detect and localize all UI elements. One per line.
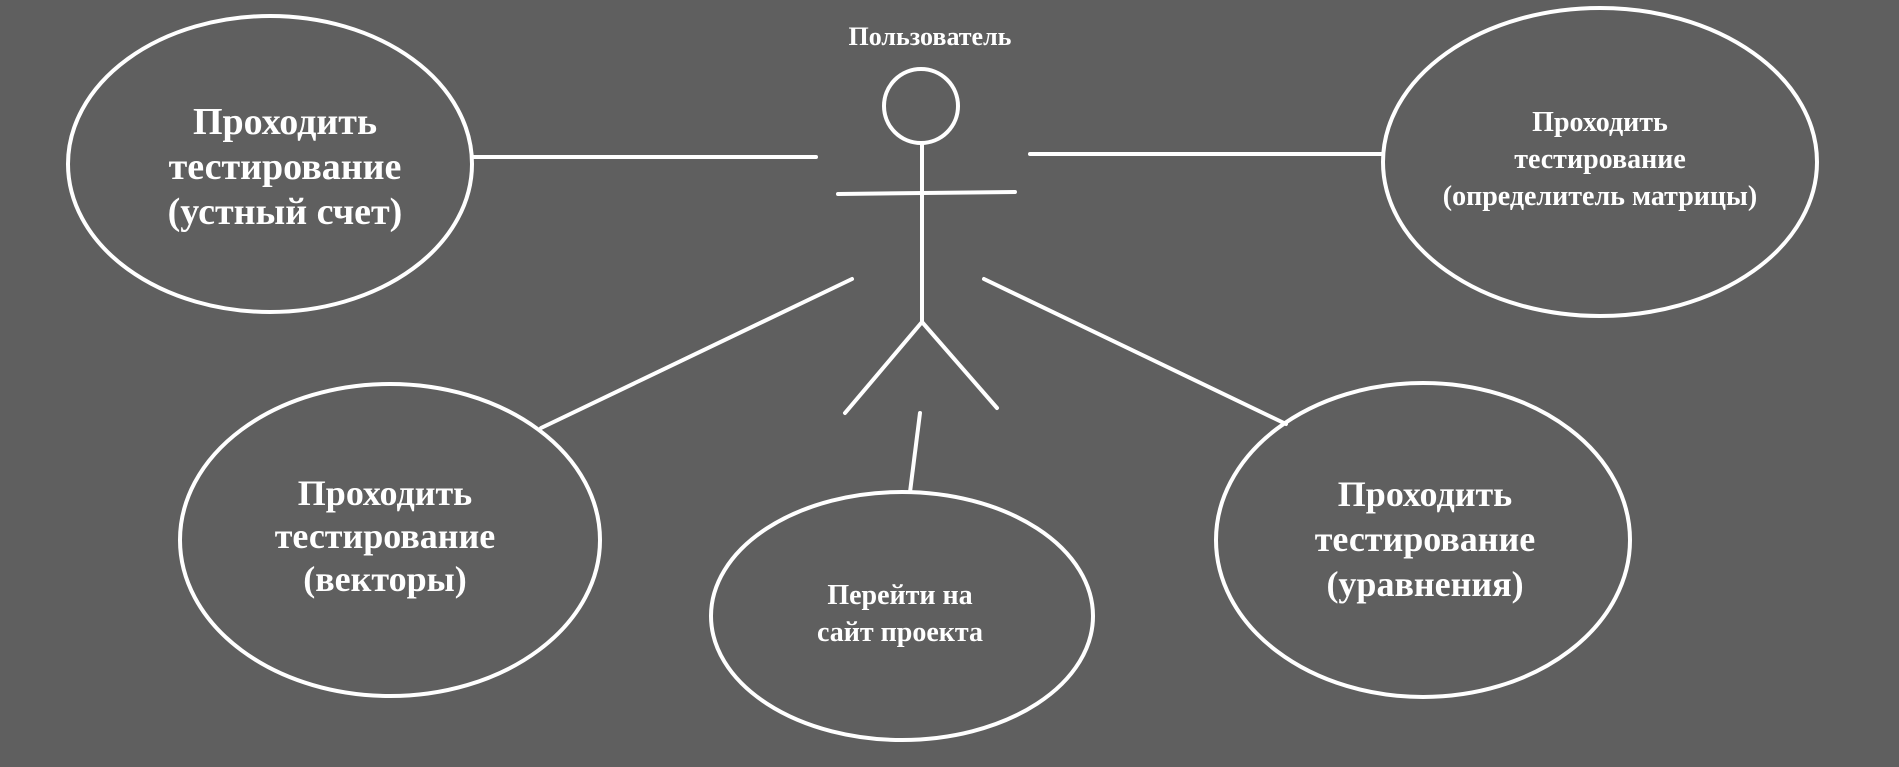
actor-left-leg (843, 320, 924, 415)
use-case-project-site: Перейти на сайт проекта (710, 577, 1090, 651)
use-case-equations-line3: (уравнения) (1326, 564, 1524, 604)
use-case-equations-line1: Проходить (1337, 474, 1513, 514)
use-case-matrix-line1: Проходить (1532, 107, 1668, 138)
use-case-site-line1: Перейти на (827, 580, 973, 611)
actor-right-leg (920, 320, 999, 410)
actor-name: Пользователь (848, 22, 1012, 51)
use-case-site-ellipse (709, 490, 1095, 742)
use-case-matrix-line2: тестирование (1514, 144, 1686, 175)
use-case-oral-count-line2: тестирование (168, 146, 402, 188)
actor-head (882, 67, 960, 145)
use-case-equations-line2: тестирование (1314, 519, 1536, 559)
use-case-oral-count-line3: (устный счет) (167, 191, 403, 233)
association-site (908, 411, 922, 494)
use-case-vectors-line2: тестирование (274, 516, 496, 556)
use-case-vectors-line3: (векторы) (303, 559, 467, 599)
use-case-equations-ellipse (1214, 381, 1632, 699)
use-case-vectors-ellipse (178, 382, 602, 698)
use-case-matrix-ellipse (1381, 6, 1819, 318)
use-case-matrix: Проходить тестирование (определитель мат… (1385, 104, 1815, 215)
association-vectors (539, 277, 854, 430)
use-case-vectors-line1: Проходить (297, 473, 473, 513)
use-case-oral-count-ellipse (66, 14, 474, 314)
use-case-site-line2: сайт проекта (816, 617, 984, 648)
actor-figure (836, 67, 1017, 415)
actor-arms (836, 190, 1017, 196)
use-case-vectors: Проходить тестирование (векторы) (185, 472, 585, 601)
use-case-matrix-line3: (определитель матрицы) (1442, 181, 1758, 212)
association-equations (982, 277, 1288, 426)
use-case-equations: Проходить тестирование (уравнения) (1220, 472, 1630, 607)
use-case-oral-count-line1: Проходить (192, 101, 378, 143)
use-case-oral-count: Проходить тестирование (устный счет) (85, 100, 485, 235)
